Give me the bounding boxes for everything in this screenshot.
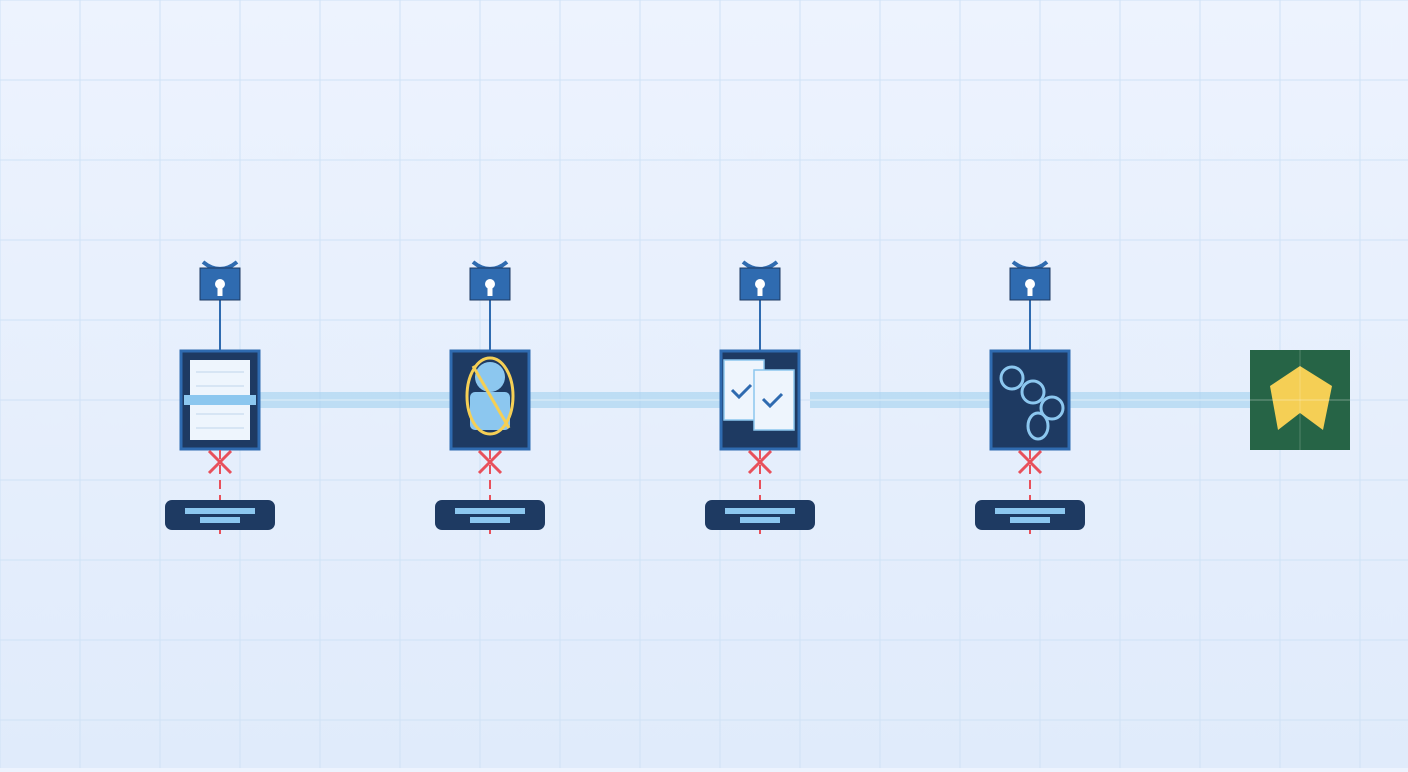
pipeline-stage-2 bbox=[435, 260, 545, 540]
no-entry-ring bbox=[465, 356, 515, 436]
document-icon bbox=[184, 360, 256, 440]
pipeline-stage-4 bbox=[975, 260, 1085, 540]
padlock-icon bbox=[1009, 260, 1051, 301]
padlock-icon bbox=[739, 260, 781, 301]
status-pill bbox=[975, 500, 1085, 530]
blocked-x-icon bbox=[207, 449, 233, 475]
status-bar bbox=[725, 508, 795, 514]
connection-beams bbox=[260, 392, 1250, 408]
person-body bbox=[470, 392, 510, 430]
status-bar bbox=[740, 517, 780, 523]
x-stroke bbox=[747, 449, 773, 475]
chain-ring bbox=[1026, 411, 1050, 441]
status-pill bbox=[165, 500, 275, 530]
gold-pentagon-icon bbox=[1270, 366, 1332, 430]
blocked-x-icon bbox=[747, 449, 773, 475]
chain-ring bbox=[999, 365, 1025, 391]
status-bar bbox=[185, 508, 255, 514]
chain-ring bbox=[1039, 395, 1065, 421]
keyhole-slot bbox=[1027, 285, 1033, 296]
goal-node bbox=[1250, 350, 1350, 450]
keyhole-slot bbox=[757, 285, 763, 296]
no-entry-slash bbox=[471, 365, 511, 429]
status-bar bbox=[995, 508, 1065, 514]
status-bar bbox=[200, 517, 240, 523]
status-bar bbox=[470, 517, 510, 523]
check-mark bbox=[730, 383, 753, 400]
keyhole-slot bbox=[487, 285, 493, 296]
blocked-x-icon bbox=[1017, 449, 1043, 475]
x-stroke bbox=[1017, 449, 1043, 475]
status-bar bbox=[1010, 517, 1050, 523]
checked-documents-icon bbox=[723, 359, 795, 431]
keyhole-slot bbox=[217, 285, 223, 296]
status-pill bbox=[435, 500, 545, 530]
check-mark bbox=[761, 392, 784, 409]
x-stroke bbox=[477, 449, 503, 475]
pipeline-stage-3 bbox=[705, 260, 815, 540]
pipeline-stage-1 bbox=[165, 260, 275, 540]
x-stroke bbox=[207, 449, 233, 475]
chain-ring bbox=[1020, 379, 1046, 405]
status-pill bbox=[705, 500, 815, 530]
pipeline-nodes bbox=[165, 260, 1350, 540]
blocked-x-icon bbox=[477, 449, 503, 475]
scan-bar bbox=[184, 395, 256, 405]
person-no-entry-icon bbox=[465, 356, 515, 436]
padlock-icon bbox=[199, 260, 241, 301]
linked-rings-icon bbox=[999, 365, 1065, 441]
padlock-icon bbox=[469, 260, 511, 301]
status-bar bbox=[455, 508, 525, 514]
